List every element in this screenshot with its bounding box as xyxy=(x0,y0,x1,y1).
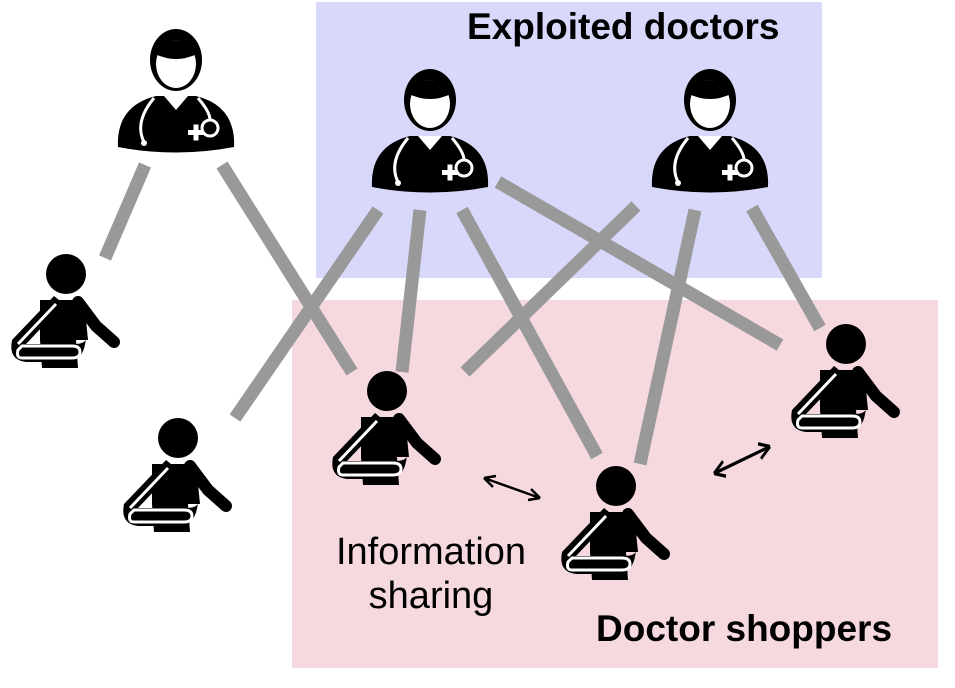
connection-line xyxy=(494,176,784,351)
connection-line xyxy=(395,209,427,373)
connection-line xyxy=(746,204,826,332)
double-arrow-icon xyxy=(482,474,542,502)
connection-line xyxy=(460,201,641,377)
connection-line xyxy=(99,162,151,261)
doctor-icon xyxy=(370,67,490,194)
patient-arm-sling-icon xyxy=(11,254,114,368)
doctor-shoppers-label: Doctor shoppers xyxy=(596,608,893,649)
connection-line xyxy=(633,208,702,466)
connection-line xyxy=(229,206,384,422)
connection-line xyxy=(456,206,603,460)
doctor-icon xyxy=(116,27,236,154)
patient-arm-sling-icon xyxy=(791,324,894,438)
exploited-doctors-label: Exploited doctors xyxy=(467,6,780,47)
connection-line xyxy=(216,161,358,376)
connection-lines xyxy=(99,161,826,466)
double-arrow-icon xyxy=(712,442,772,478)
patient-arm-sling-icon xyxy=(561,466,664,580)
doctor-icon xyxy=(650,67,770,194)
patient-arm-sling-icon xyxy=(123,418,226,532)
information-sharing-label: Information sharing xyxy=(335,531,527,617)
patient-arm-sling-icon xyxy=(332,371,435,485)
